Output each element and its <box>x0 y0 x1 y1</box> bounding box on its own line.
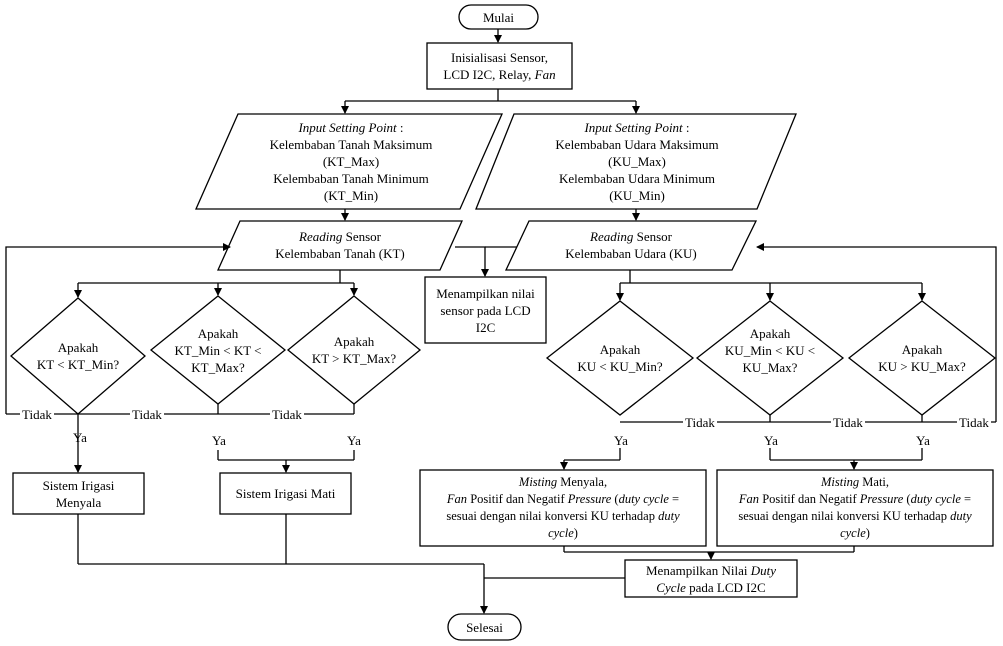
read-air-l1: Reading Sensor <box>590 229 672 244</box>
input-soil-parallelogram <box>195 113 503 210</box>
input-air-l4: (KU_Min) <box>609 187 665 203</box>
decision-ku-min <box>545 300 695 416</box>
no-label-ku-min: Tidak <box>683 415 717 430</box>
input-air-parallelogram <box>475 113 797 210</box>
display-sensor-text: Menampilkan nilai sensor pada LCD I2C <box>436 285 535 335</box>
yes-label-kt-min: Ya <box>73 430 87 445</box>
read-soil-text: Reading Sensor Kelembaban Tanah (KT) <box>240 222 440 268</box>
irrigation-off-text: Sistem Irigasi Mati <box>235 486 336 501</box>
input-soil-l4: (KT_Min) <box>323 187 379 203</box>
read-soil-l1: Reading Sensor <box>299 229 381 244</box>
yes-label-kt-mid: Ya <box>212 433 226 448</box>
init-box <box>426 42 573 90</box>
yes-label-kt-max: Ya <box>347 433 361 448</box>
input-soil-l2: (KT_Max) <box>322 153 380 169</box>
display-duty-text: Menampilkan Nilai Duty Cycle pada LCD I2… <box>646 562 776 595</box>
read-air-parallelogram <box>504 220 758 271</box>
no-label-kt-mid: Tidak <box>130 407 164 422</box>
input-air-l1: Kelembaban Udara Maksimum <box>555 136 719 152</box>
init-line1: Inisialisasi Sensor, <box>451 50 548 65</box>
irrigation-on-box <box>12 472 145 515</box>
input-soil-l1: Kelembaban Tanah Maksimum <box>269 136 433 152</box>
display-sensor-box <box>424 276 547 344</box>
read-air-l2: Kelembaban Udara (KU) <box>565 246 697 261</box>
read-soil-l2: Kelembaban Tanah (KT) <box>275 246 405 261</box>
input-soil-head: Input Setting Point : <box>298 119 404 135</box>
yes-label-ku-mid: Ya <box>764 433 778 448</box>
yes-label-ku-max: Ya <box>916 433 930 448</box>
read-air-text: Reading Sensor Kelembaban Udara (KU) <box>531 222 731 268</box>
no-label-kt-min: Tidak <box>20 407 54 422</box>
input-soil-l3: Kelembaban Tanah Minimum <box>273 170 429 186</box>
misting-on-text: Misting Menyala, Fan Positif dan Negatif… <box>446 475 680 540</box>
init-line2: LCD I2C, Relay, Fan <box>443 67 556 82</box>
end-label: Selesai <box>466 619 503 635</box>
no-label-kt-max: Tidak <box>270 407 304 422</box>
yes-label-ku-min: Ya <box>614 433 628 448</box>
start-label: Mulai <box>482 9 515 25</box>
input-air-l2: (KU_Max) <box>608 153 666 169</box>
read-soil-parallelogram <box>216 220 464 271</box>
input-soil-text: Input Setting Point : Kelembaban Tanah M… <box>226 116 476 206</box>
input-air-l3: Kelembaban Udara Minimum <box>559 170 715 186</box>
input-air-head: Input Setting Point : <box>584 119 690 135</box>
misting-off-text: Misting Mati, Fan Positif dan Negatif Pr… <box>738 475 972 540</box>
no-label-ku-max: Tidak <box>957 415 991 430</box>
misting-off-box <box>716 469 994 547</box>
display-duty-box <box>624 559 798 598</box>
no-label-ku-mid: Tidak <box>831 415 865 430</box>
input-air-text: Input Setting Point : Kelembaban Udara M… <box>506 116 768 206</box>
end-terminal <box>447 613 522 641</box>
init-text: Inisialisasi Sensor, LCD I2C, Relay, Fan <box>427 43 572 89</box>
misting-on-box <box>419 469 707 547</box>
